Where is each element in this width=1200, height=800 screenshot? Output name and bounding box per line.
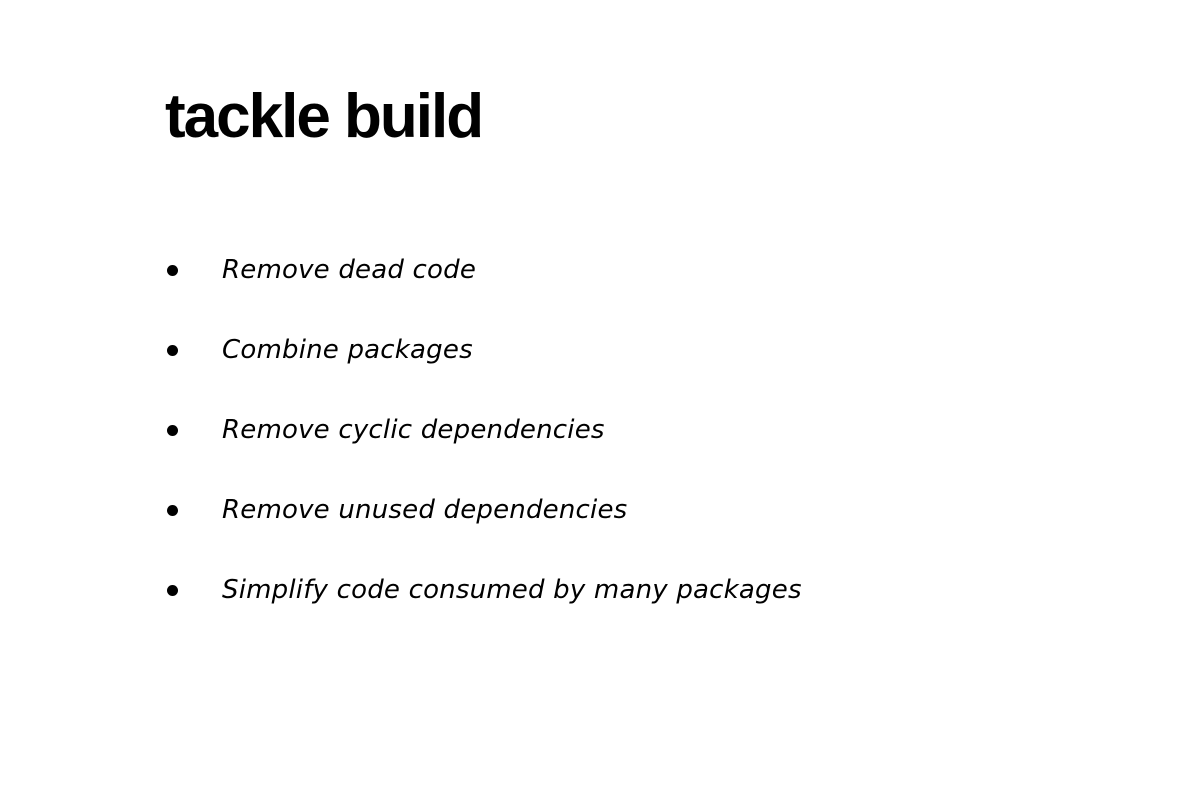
slide-title: tackle build <box>165 82 484 151</box>
bullet-item: Remove unused dependencies <box>165 490 802 530</box>
bullet-dot-icon <box>167 504 178 516</box>
bullet-text: Remove unused dependencies <box>222 495 628 525</box>
bullet-text: Simplify code consumed by many packages <box>222 575 802 605</box>
bullet-dot-icon <box>167 344 178 356</box>
bullet-dot-icon <box>167 264 178 276</box>
bullet-item: Combine packages <box>165 330 802 370</box>
bullet-text: Remove cyclic dependencies <box>222 415 605 445</box>
bullet-dot-icon <box>167 424 178 436</box>
bullet-list: Remove dead code Combine packages Remove… <box>165 250 802 650</box>
bullet-item: Remove dead code <box>165 250 802 290</box>
bullet-dot-icon <box>167 584 178 596</box>
bullet-item: Remove cyclic dependencies <box>165 410 802 450</box>
bullet-text: Combine packages <box>222 335 473 365</box>
bullet-item: Simplify code consumed by many packages <box>165 570 802 610</box>
bullet-text: Remove dead code <box>222 255 477 285</box>
